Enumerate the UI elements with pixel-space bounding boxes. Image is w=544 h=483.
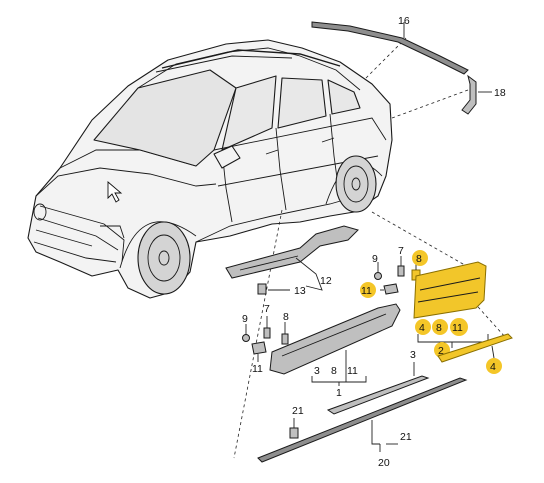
- hardware-lower-group: [242, 316, 289, 362]
- callout-18: 18: [494, 87, 506, 99]
- callout-2: 2: [438, 345, 444, 357]
- callout-8-part2: 8: [436, 322, 442, 334]
- part-2-rear-door-trim: [413, 261, 489, 348]
- callout-21-left: 21: [292, 405, 304, 417]
- callout-9-lower: 9: [242, 313, 248, 325]
- callout-4-part2: 4: [419, 322, 425, 334]
- callout-16: 16: [398, 15, 410, 27]
- callout-8-upper: 8: [416, 253, 422, 265]
- callout-8-lower: 8: [283, 311, 289, 323]
- callout-11-upper: 11: [361, 285, 372, 297]
- part-21-clip: [289, 418, 299, 439]
- part-18-end-cap: [461, 74, 492, 115]
- vehicle-illustration: [27, 39, 393, 299]
- callout-12: 12: [320, 275, 332, 287]
- part-1-front-door-trim: [269, 303, 401, 386]
- callout-7-upper: 7: [398, 245, 404, 257]
- part-4-trim-strip: [437, 333, 513, 363]
- part-3-thin-strip: [326, 362, 430, 415]
- callout-7-lower: 7: [264, 303, 270, 315]
- hardware-upper-group: [374, 256, 421, 295]
- part-20-sill-strip: [257, 377, 468, 463]
- callout-8-part1: 8: [331, 365, 337, 377]
- callout-11-lower: 11: [252, 363, 263, 375]
- callout-9-upper: 9: [372, 253, 378, 265]
- part-13-clip: [257, 283, 290, 295]
- part-12-sill-bracket: [225, 225, 359, 291]
- callout-3-part3: 3: [410, 349, 416, 361]
- callout-11-part1: 11: [347, 365, 358, 377]
- cursor-icon: [107, 181, 123, 203]
- callout-20: 20: [378, 457, 390, 469]
- callout-11-part2: 11: [452, 322, 463, 334]
- part-16-roof-strip: [311, 21, 469, 75]
- callout-13: 13: [294, 285, 306, 297]
- callout-3-part1: 3: [314, 365, 320, 377]
- callout-21-right: 21: [400, 431, 412, 443]
- callout-4-part4: 4: [490, 361, 496, 373]
- callout-1: 1: [336, 387, 342, 399]
